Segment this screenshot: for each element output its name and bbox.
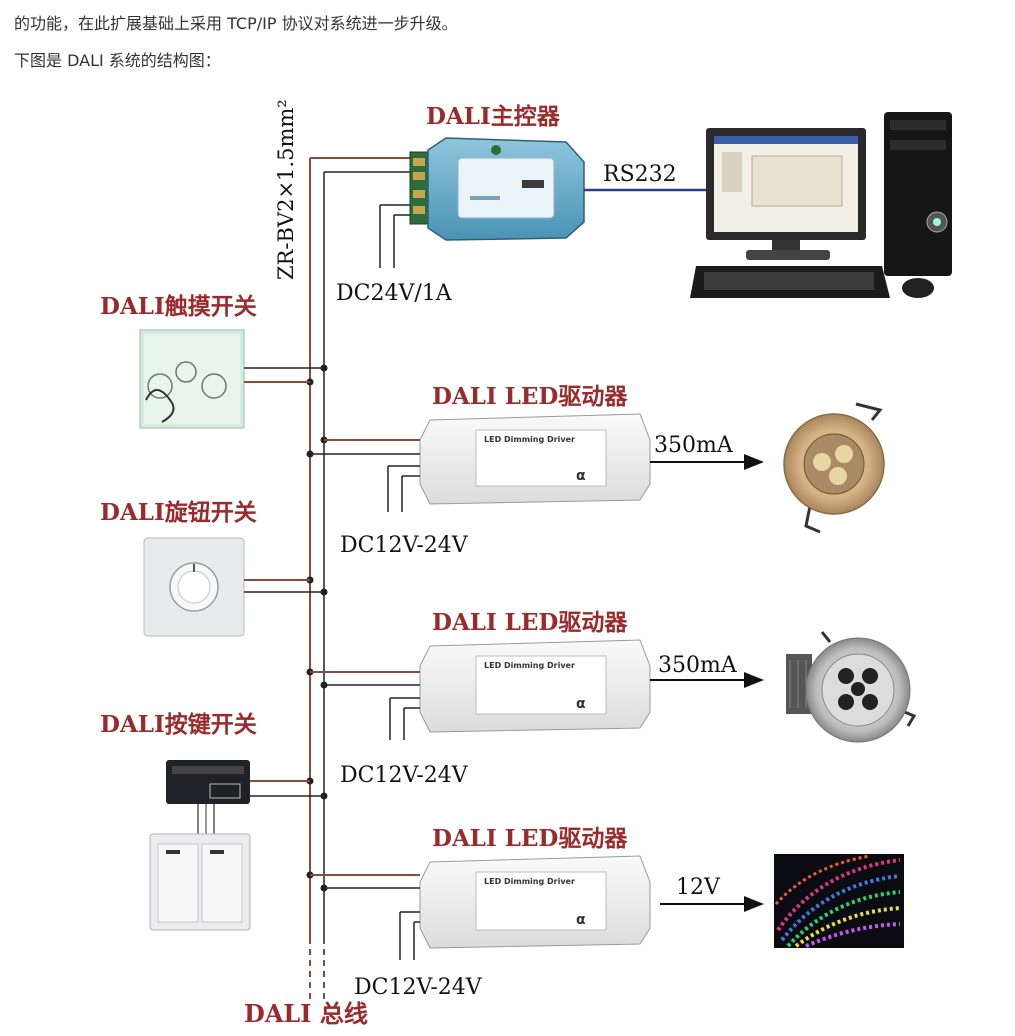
rs232-label: RS232 [603, 162, 677, 187]
led-strip-image [774, 854, 904, 948]
driver-1-title: DALI LED驱动器 [432, 383, 628, 410]
intro-text-line2: 下图是 DALI 系统的结构图： [14, 51, 221, 70]
touch-switch: DALI触摸开关 [100, 293, 324, 429]
svg-text:α: α [576, 912, 586, 928]
driver-1-power-label: DC12V-24V [340, 533, 469, 558]
led-driver-1: DALI LED驱动器 LED Dimming Driver α DC12V-2… [310, 383, 764, 558]
touch-switch-title: DALI触摸开关 [100, 293, 257, 320]
controller-title: DALI主控器 [426, 103, 561, 130]
dali-bus-label: DALI 总线 [244, 999, 368, 1028]
driver-3-power-label: DC12V-24V [354, 975, 483, 1000]
driver-3-nameplate: LED Dimming Driver [484, 877, 575, 886]
downlight-lamp-2 [786, 631, 917, 743]
led-driver-2: DALI LED驱动器 LED Dimming Driver α DC12V-2… [310, 609, 764, 788]
driver-3-output-label: 12V [676, 875, 721, 900]
key-switch: DALI按键开关 [100, 711, 324, 931]
driver-2-output-label: 350mA [658, 653, 738, 678]
intro-text-line1: 的功能，在此扩展基础上采用 TCP/IP 协议对系统进一步升级。 [14, 14, 458, 33]
driver-2-title: DALI LED驱动器 [432, 609, 628, 636]
computer [690, 112, 952, 298]
led-driver-3: DALI LED驱动器 LED Dimming Driver α DC12V-2… [310, 825, 764, 1000]
driver-2-power-label: DC12V-24V [340, 763, 469, 788]
svg-text:α: α [576, 696, 586, 712]
driver-1-nameplate: LED Dimming Driver [484, 435, 575, 444]
downlight-lamp-1 [783, 402, 885, 534]
controller-power-label: DC24V/1A [336, 281, 453, 306]
svg-text:α: α [576, 468, 586, 484]
knob-switch: DALI旋钮开关 [100, 499, 324, 637]
driver-2-nameplate: LED Dimming Driver [484, 661, 575, 670]
cable-spec-label: ZR-BV2×1.5mm² [274, 99, 298, 280]
dali-controller: DALI主控器 DC24V/1A RS232 [336, 103, 712, 306]
knob-switch-title: DALI旋钮开关 [100, 499, 257, 526]
driver-3-title: DALI LED驱动器 [432, 825, 628, 852]
driver-1-output-label: 350mA [654, 433, 734, 458]
key-switch-title: DALI按键开关 [100, 711, 257, 738]
